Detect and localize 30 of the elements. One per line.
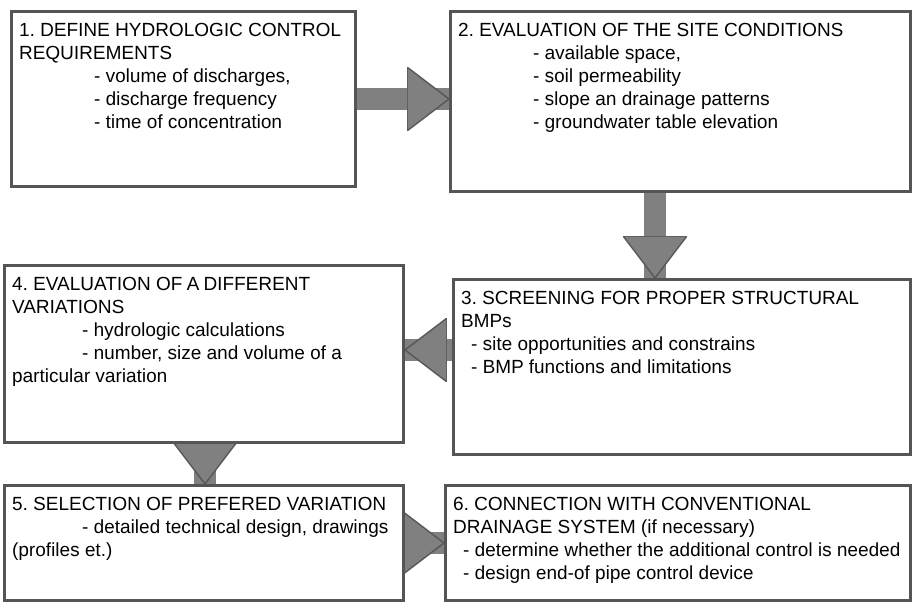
process-box <box>444 484 912 602</box>
bullet-text: - design end-of pipe control device <box>462 562 754 585</box>
bullet-text: - number, size and volume of a particular variation <box>12 342 343 388</box>
bullet-text: - hydrologic calculations <box>81 319 286 342</box>
step-heading: 1. DEFINE HYDROLOGIC CONTROL REQUIREMENTS <box>19 19 342 65</box>
process-box <box>3 484 405 602</box>
step-heading: 6. CONNECTION WITH CONVENTIONAL DRAINAGE SYSTEM (if necessary) <box>453 493 812 539</box>
bullet-text: - time of concentration <box>93 111 283 134</box>
block-arrow <box>357 66 450 132</box>
process-box <box>3 264 405 444</box>
step-heading: 3. SCREENING FOR PROPER STRUCTURAL BMPs <box>461 287 860 333</box>
block-arrow <box>622 193 688 279</box>
bullet-text: - slope an drainage patterns <box>532 88 771 111</box>
bullet-text: - BMP functions and limitations <box>470 356 732 379</box>
bullet-text: - soil permeability <box>532 65 682 88</box>
bullet-text: - groundwater table elevation <box>532 111 780 134</box>
bullet-text: - site opportunities and constrains <box>470 333 756 356</box>
bullet-text: - detailed technical design, drawings (profiles et.) <box>12 516 390 562</box>
bullet-text: - determine whether the additional control is needed <box>462 539 902 562</box>
step-heading: 5. SELECTION OF PREFERED VARIATION <box>12 493 388 516</box>
block-arrow <box>172 441 238 485</box>
bullet-text: - available space, <box>532 42 682 65</box>
process-box <box>452 278 912 456</box>
process-box <box>10 10 357 188</box>
process-box <box>449 10 912 193</box>
step-heading: 4. EVALUATION OF A DIFFERENT VARIATIONS <box>12 273 311 319</box>
bullet-text: - volume of discharges, <box>93 65 292 88</box>
step-heading: 2. EVALUATION OF THE SITE CONDITIONS <box>458 19 844 42</box>
bullet-text: - discharge frequency <box>93 88 278 111</box>
block-arrow <box>404 317 452 383</box>
